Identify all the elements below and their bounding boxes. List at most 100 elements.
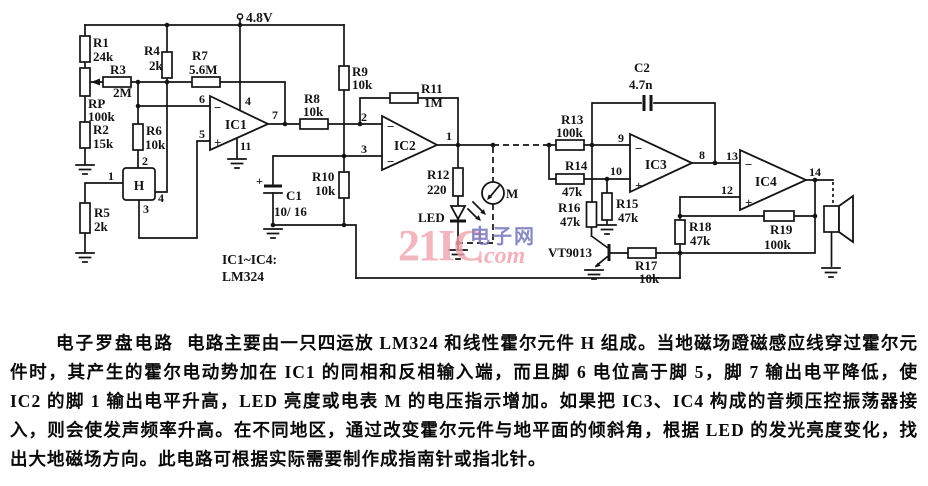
pin-ic2-2: 2 xyxy=(361,110,367,124)
value-r12: 220 xyxy=(427,182,447,197)
value-r4: 2k xyxy=(149,58,164,73)
emitter-arrow xyxy=(595,262,601,268)
ground-r2 xyxy=(75,164,95,175)
opamp-ic1 xyxy=(209,94,271,152)
caption-title: 电子罗盘电路 xyxy=(56,333,175,353)
label-r19: R19 xyxy=(770,222,793,237)
label-r8: R8 xyxy=(304,91,320,106)
resistor-r4 xyxy=(161,51,173,79)
value-r15: 47k xyxy=(618,210,639,225)
value-rp: 100k xyxy=(88,109,116,124)
pin-ic1-11: 11 xyxy=(240,139,251,153)
ground-r15 xyxy=(597,224,617,235)
ic4-plus-sign: + xyxy=(745,195,752,210)
ground-r5 xyxy=(75,252,95,263)
resistor-r12 xyxy=(452,167,464,197)
ic-note-line1: IC1~IC4: xyxy=(222,252,277,267)
pin-ic1-7: 7 xyxy=(272,108,278,122)
resistor-r6 xyxy=(132,123,144,151)
label-r9: R9 xyxy=(352,64,368,79)
value-r19: 100k xyxy=(764,237,792,252)
value-r6: 10k xyxy=(145,137,166,152)
resistor-r14 xyxy=(555,173,585,185)
caption-block: 电子罗盘电路电路主要由一只四运放 LM324 和线性霍尔元件 H 组成。当地磁场… xyxy=(10,329,918,474)
pin-ic4-13: 13 xyxy=(726,149,738,163)
value-r13: 100k xyxy=(556,125,584,140)
label-rp: RP xyxy=(88,96,105,111)
value-r16: 47k xyxy=(560,214,581,229)
label-r18: R18 xyxy=(689,219,712,234)
junction-dots xyxy=(135,22,818,256)
resistor-r11 xyxy=(389,92,419,104)
meter-symbol xyxy=(481,181,505,205)
pin-ic2-3: 3 xyxy=(361,142,367,156)
value-r5: 2k xyxy=(94,219,109,234)
pin-ic3-10: 10 xyxy=(610,164,622,178)
led-symbol xyxy=(449,200,486,221)
label-led: LED xyxy=(418,210,445,225)
resistor-r5 xyxy=(79,202,91,234)
label-r14: R14 xyxy=(565,158,588,173)
pin-ic2-1: 1 xyxy=(446,129,452,143)
pin-ic3-8: 8 xyxy=(699,148,705,162)
label-c2: C2 xyxy=(634,60,650,75)
value-r18: 47k xyxy=(690,233,711,248)
ic3-minus-sign: − xyxy=(635,141,642,156)
value-r8: 10k xyxy=(303,104,324,119)
circuit-schematic: 4.8V R1 24k R3 2M RP 100k R2 15k R4 2k R… xyxy=(75,10,854,286)
label-c1: C1 xyxy=(286,188,302,203)
pot-wiper-arrow xyxy=(91,78,100,86)
pin-ic3-9: 9 xyxy=(618,131,624,145)
label-r6: R6 xyxy=(146,123,162,138)
opamp-ic2 xyxy=(381,114,440,172)
capacitor-c1 xyxy=(263,184,283,194)
watermark-cn: 电子网 xyxy=(470,225,536,248)
label-r15: R15 xyxy=(616,196,639,211)
caption-body: 电路主要由一只四运放 LM324 和线性霍尔元件 H 组成。当地磁场蹬磁感应线穿… xyxy=(10,333,918,469)
pin-ic4-14: 14 xyxy=(809,165,821,179)
resistor-r9 xyxy=(338,65,350,91)
ground-ic1 xyxy=(227,158,247,169)
resistor-r7 xyxy=(191,76,221,88)
label-r4: R4 xyxy=(144,43,160,58)
watermark-21ic: 21IC xyxy=(398,221,483,270)
value-r14: 47k xyxy=(562,184,583,199)
value-r3: 2M xyxy=(113,85,132,100)
value-c1: 10/ 16 xyxy=(274,204,307,219)
label-r3: R3 xyxy=(110,62,126,77)
label-r7: R7 xyxy=(192,48,208,63)
label-ic4: IC4 xyxy=(755,174,777,189)
label-r12: R12 xyxy=(427,167,449,182)
hall-element xyxy=(122,167,156,201)
ic3-plus-sign: + xyxy=(635,178,642,193)
label-vt9013: VT9013 xyxy=(548,245,593,260)
pin-ic1-4: 4 xyxy=(245,94,251,108)
label-ic2: IC2 xyxy=(394,138,416,153)
caption-paragraph: 电子罗盘电路电路主要由一只四运放 LM324 和线性霍尔元件 H 组成。当地磁场… xyxy=(10,329,918,474)
resistor-r2 xyxy=(79,121,91,149)
label-hall: H xyxy=(134,178,145,193)
resistor-r3 xyxy=(102,76,132,88)
resistor-r10 xyxy=(338,171,350,199)
label-r17: R17 xyxy=(635,258,658,273)
watermark-com: .com xyxy=(478,243,525,269)
pin-ic1-6: 6 xyxy=(199,92,205,106)
label-r5: R5 xyxy=(94,205,110,220)
pin-h-1: 1 xyxy=(108,169,114,183)
ic2-minus-sign: − xyxy=(387,119,394,134)
pin-h-2: 2 xyxy=(142,154,148,168)
ic-note-line2: LM324 xyxy=(222,269,264,284)
label-r2: R2 xyxy=(93,122,109,137)
resistor-r13 xyxy=(555,139,585,151)
value-r10: 10k xyxy=(315,183,336,198)
value-r7: 5.6M xyxy=(189,62,218,77)
value-c2: 4.7n xyxy=(629,77,653,92)
label-r1: R1 xyxy=(93,35,109,50)
ic4-minus-sign: − xyxy=(745,157,752,172)
resistor-r1 xyxy=(79,35,91,63)
watermark: 21IC 电子网 .com xyxy=(398,221,536,270)
label-ic3: IC3 xyxy=(645,157,667,172)
value-r9: 10k xyxy=(352,77,373,92)
ground-c1 xyxy=(263,228,283,239)
